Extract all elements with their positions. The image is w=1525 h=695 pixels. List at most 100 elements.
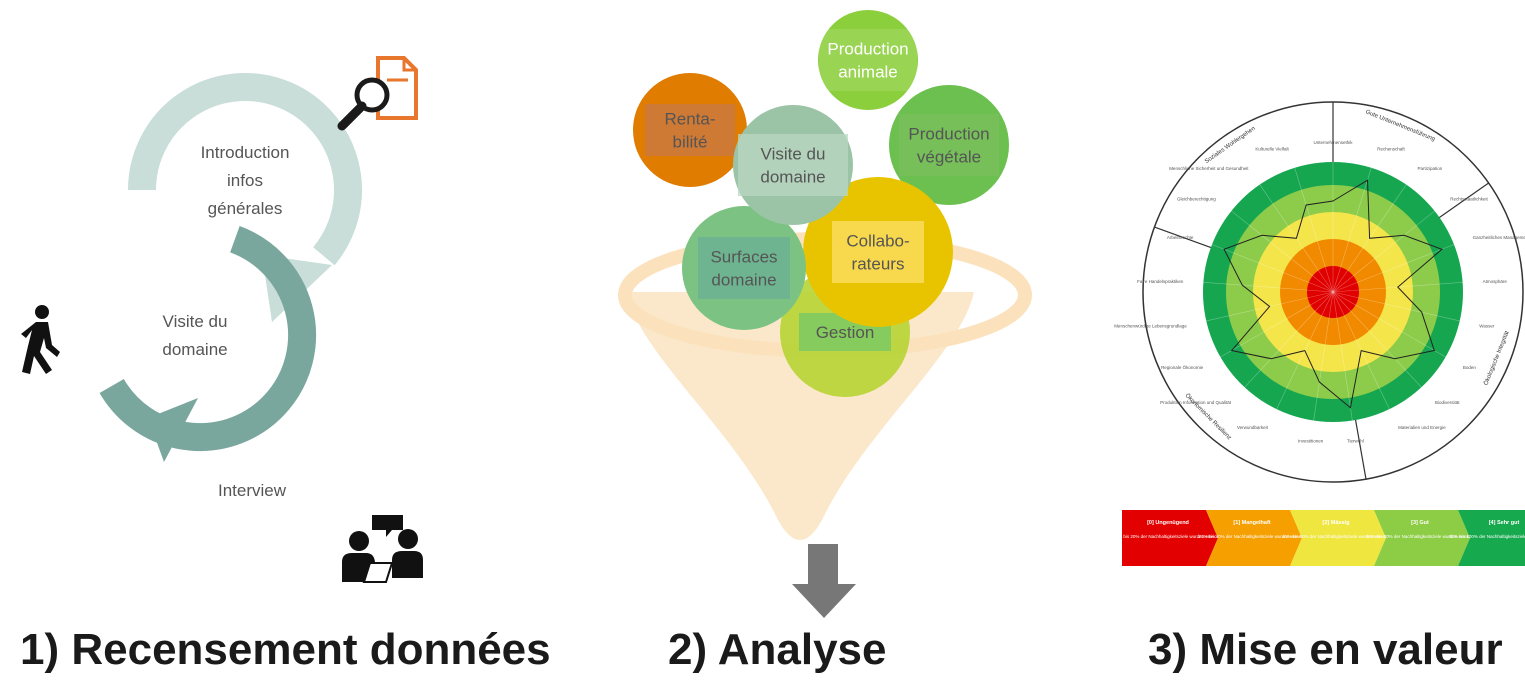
legend-item-3: [3] Gut 61% bis 80% der Nachhaltigkeitszi… bbox=[1366, 510, 1474, 566]
radar-spoke bbox=[1203, 281, 1334, 293]
bubble-label-box bbox=[738, 134, 848, 196]
cycle-arrowhead-2 bbox=[148, 398, 198, 462]
cycle-arc-1 bbox=[128, 73, 362, 266]
cycle-label-visit-line: domaine bbox=[162, 340, 227, 359]
radar-indicator-label: Menschenwürdige Lebensgrundlage bbox=[1114, 323, 1187, 328]
radar-indicator-label: Biodiversität bbox=[1435, 400, 1460, 405]
bubble-circle bbox=[818, 10, 918, 110]
arrow-head bbox=[792, 584, 856, 618]
bubble-label-box bbox=[819, 29, 917, 91]
cycle-arc-2 bbox=[99, 226, 317, 452]
legend-title: [0] Ungenügend bbox=[1147, 520, 1189, 526]
arrow-shaft bbox=[808, 544, 838, 584]
radar-spoke bbox=[1332, 291, 1446, 358]
radar-spoke bbox=[1332, 291, 1353, 421]
legend-chevron bbox=[1122, 510, 1218, 566]
radar-spoke bbox=[1294, 167, 1334, 293]
bubble-label-line: Visite du bbox=[761, 144, 826, 163]
person-right-body bbox=[392, 551, 423, 578]
bubble-label: Production animale bbox=[827, 39, 908, 81]
radar-spoke bbox=[1332, 291, 1460, 322]
radar-spoke bbox=[1332, 210, 1435, 293]
radar-indicator-label: Tierwohl bbox=[1347, 438, 1364, 443]
step3-title: 3) Mise en valeur bbox=[1148, 625, 1503, 674]
legend-chevron bbox=[1206, 510, 1302, 566]
radar-spoke bbox=[1231, 210, 1334, 293]
bubble-label: Visite du domaine bbox=[760, 144, 825, 186]
bubble-5: Collabo-rateurs bbox=[803, 177, 953, 327]
bubble-label-line: végétale bbox=[917, 147, 981, 166]
legend-title: [3] Gut bbox=[1411, 520, 1429, 526]
bubble-label: Production végétale bbox=[908, 124, 989, 166]
radar-spoke bbox=[1332, 291, 1422, 388]
cycle-label-visit-line: Visite du bbox=[163, 312, 228, 331]
bubble-label-line: domaine bbox=[760, 167, 825, 186]
walking-person-icon bbox=[21, 305, 60, 374]
speech-bubble bbox=[372, 515, 403, 537]
document-fold bbox=[402, 58, 416, 72]
bubble-label-box bbox=[832, 221, 924, 283]
bubble-label-line: Gestion bbox=[816, 323, 875, 342]
bubble-label: Renta-bilité bbox=[664, 109, 715, 151]
radar-spoke bbox=[1332, 244, 1455, 293]
radar-sector-divider-1 bbox=[1434, 182, 1489, 222]
radar-indicator-label: Ganzheitliches Management bbox=[1473, 235, 1525, 240]
radar-spoke bbox=[1244, 291, 1334, 388]
bubble-label-box bbox=[698, 237, 790, 299]
meeting-people-icon bbox=[342, 515, 423, 583]
bubble-label-line: Renta- bbox=[664, 109, 715, 128]
radar-indicator-label: Arbeitsrechte bbox=[1167, 235, 1194, 240]
radar-sector-divider-2 bbox=[1353, 414, 1367, 480]
radar-indicator-label: Faire Handelspraktiken bbox=[1137, 279, 1184, 284]
radar-spoke bbox=[1332, 167, 1372, 293]
person-head bbox=[35, 305, 49, 319]
bubble-1: Production animale bbox=[818, 10, 918, 110]
bubble-label-line: Production bbox=[908, 124, 989, 143]
cycle-label-interview: Interview bbox=[218, 481, 287, 500]
cycle-label-interview-line: Interview bbox=[218, 481, 287, 500]
cycle-label-intro-line: infos bbox=[227, 171, 263, 190]
legend-title: [1] Mangelhaft bbox=[1233, 520, 1270, 526]
legend-chevron bbox=[1374, 510, 1470, 566]
radar-indicator-label: Wasser bbox=[1479, 323, 1495, 328]
radar-indicator-label: Investitionen bbox=[1298, 438, 1324, 443]
radar-indicator-label: Rechtsstaatlichkeit bbox=[1450, 196, 1488, 201]
radar-score-polygon bbox=[1223, 179, 1443, 409]
bubble-2: Renta-bilité bbox=[633, 73, 747, 187]
step1-title: 1) Recensement données bbox=[20, 625, 551, 674]
bubble-label-box bbox=[645, 104, 735, 156]
radar-indicator-label: Partizipation bbox=[1417, 166, 1442, 171]
radar-indicator-label: Unternehmensethik bbox=[1313, 140, 1353, 145]
legend-chevron bbox=[1290, 510, 1386, 566]
meeting-paper bbox=[362, 562, 394, 583]
person-left-head bbox=[349, 531, 369, 551]
radar-spoke bbox=[1313, 291, 1334, 421]
bubble-label-line: Collabo- bbox=[846, 231, 909, 250]
person-body bbox=[21, 322, 60, 374]
radar-indicator-label: Regionale Ökonomie bbox=[1161, 364, 1204, 370]
step2-title: 2) Analyse bbox=[668, 625, 887, 674]
magnifier-document-icon bbox=[337, 56, 418, 131]
legend-desc: 61% bis 80% der Nachhaltigkeitsziele wur… bbox=[1366, 534, 1474, 539]
bubble-3: Production végétale bbox=[889, 85, 1009, 205]
bubble-4: Visite du domaine bbox=[733, 105, 853, 225]
legend-chevron bbox=[1458, 510, 1525, 566]
bubble-label: Gestion bbox=[816, 323, 875, 342]
legend-desc: 21% bis 40% der Nachhaltigkeitsziele wur… bbox=[1198, 534, 1306, 539]
bubble-label-line: animale bbox=[838, 62, 898, 81]
cycle-label-intro-line: générales bbox=[208, 199, 283, 218]
bubble-label-line: Production bbox=[827, 39, 908, 58]
cycle-label-intro-line: Introduction bbox=[201, 143, 290, 162]
radar-indicator-label: Atmosphäre bbox=[1483, 279, 1508, 284]
radar-indicator-label: Produktion Information und Qualität bbox=[1160, 400, 1232, 405]
radar-spoke bbox=[1211, 244, 1334, 293]
